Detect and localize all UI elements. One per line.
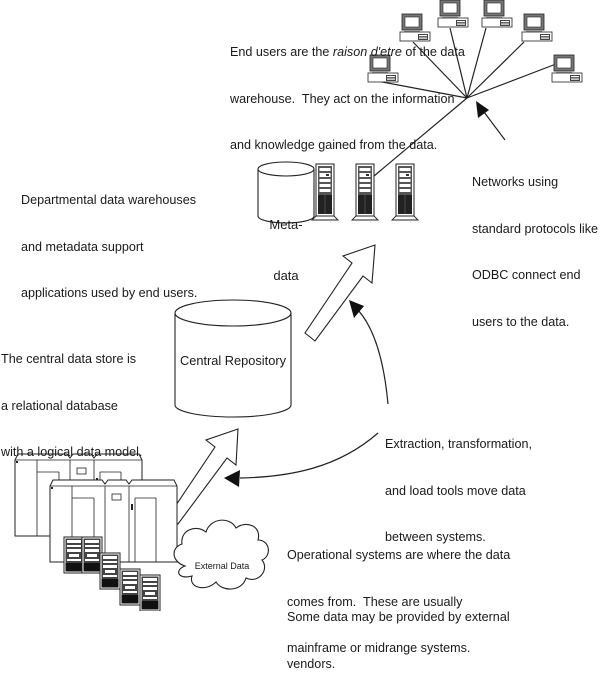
raison-detre-italic: raison d'etre <box>332 45 402 59</box>
server-tower-icon <box>391 163 419 221</box>
network-link-to-servers <box>373 97 468 177</box>
midrange-server-icon <box>139 574 161 611</box>
etl-annotation: Extraction, transformation, and load too… <box>385 437 532 544</box>
central-store-annotation: The central data store is a relational d… <box>1 352 143 459</box>
midrange-server-icon <box>63 536 85 574</box>
midrange-server-icon <box>81 536 103 574</box>
central-repository-label: Central Repository <box>180 353 286 368</box>
network-link <box>412 41 468 99</box>
end-users-annotation: End users are the raison d'etre of the d… <box>230 45 465 152</box>
metadata-cylinder <box>257 161 315 224</box>
network-link <box>449 27 468 99</box>
server-tower-icon <box>351 163 379 221</box>
midrange-server-icon <box>119 568 141 606</box>
departmental-servers <box>311 163 419 221</box>
networks-pointer <box>476 101 506 141</box>
network-link <box>371 79 468 99</box>
server-tower-icon <box>311 163 339 221</box>
diagram-canvas <box>14 0 583 611</box>
etl-pointer-lower <box>224 432 379 487</box>
network-links <box>371 27 557 177</box>
data-flow-arrow-upper <box>304 244 376 342</box>
data-flow-arrow-lower <box>167 428 239 525</box>
network-link <box>466 63 557 99</box>
network-link <box>466 27 487 99</box>
central-repository-cylinder <box>174 299 292 418</box>
external-data-label: External Data <box>194 561 250 571</box>
metadata-label: Meta- data <box>269 217 303 283</box>
workstation-icon <box>551 54 583 83</box>
network-link <box>466 41 525 99</box>
external-data-cloud <box>173 519 269 590</box>
external-vendors-annotation: Some data may be provided by external ve… <box>287 610 510 671</box>
etl-pointer-upper <box>349 300 389 405</box>
workstation-icon <box>481 0 513 28</box>
workstation-icon <box>521 13 553 42</box>
midrange-server-icon <box>99 552 121 590</box>
departmental-annotation: Departmental data warehouses and metadat… <box>21 193 198 300</box>
networks-annotation: Networks using standard protocols like O… <box>472 175 599 329</box>
